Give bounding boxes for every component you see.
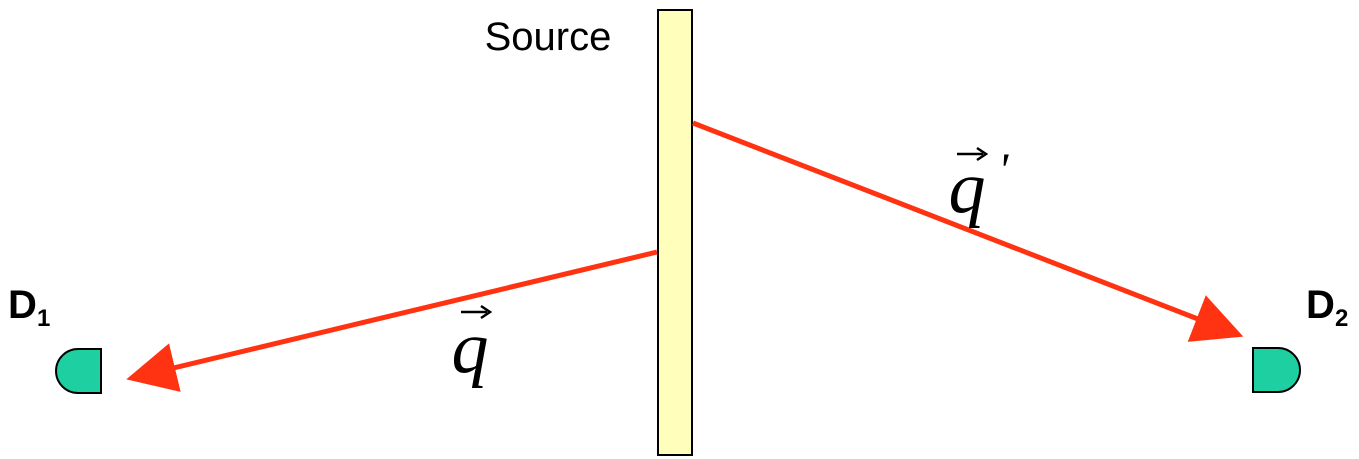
- detector-d1: D 1: [8, 283, 102, 394]
- beam-q-prime-label: q ': [949, 144, 1009, 229]
- detector-d2-subscript: 2: [1335, 305, 1348, 332]
- vector-arrow-icon: [461, 304, 493, 320]
- detector-d2: D 2: [1252, 283, 1348, 393]
- beam-q-prime-mark: ': [998, 144, 1009, 197]
- detector-d1-subscript: 1: [37, 305, 50, 332]
- detector-d2-label: D: [1306, 283, 1335, 327]
- beam-q-prime: [692, 120, 1244, 342]
- source-label: Source: [485, 15, 612, 59]
- detector-d2-shape: [1252, 347, 1301, 393]
- beam-q-symbol: q: [452, 307, 489, 389]
- beam-q-label: q: [452, 304, 493, 389]
- beam-q: [126, 249, 658, 392]
- source-slab: [657, 9, 693, 456]
- detector-d1-shape: [55, 348, 102, 394]
- beam-q-prime-symbol: q: [949, 147, 986, 229]
- detector-d1-label: D: [8, 283, 37, 327]
- vector-arrow-icon: [957, 146, 989, 162]
